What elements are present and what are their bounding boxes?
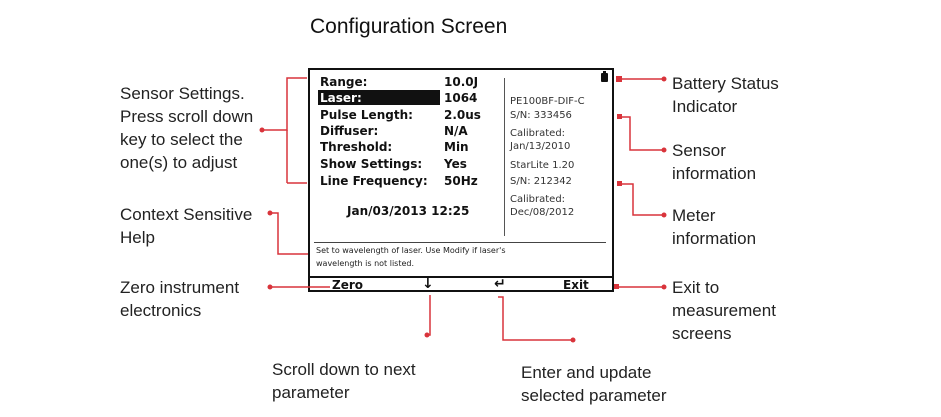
leader-end-marker	[616, 76, 622, 82]
leader-meter-info	[619, 183, 664, 216]
zero-button[interactable]: Zero	[332, 278, 364, 292]
leader-sensor-settings	[262, 77, 307, 131]
battery-icon	[601, 71, 608, 82]
leader-sensor-info	[619, 116, 664, 151]
leader-dot	[661, 76, 667, 82]
leader-end-marker	[617, 181, 622, 186]
meter-info-line: Calibrated:	[510, 194, 566, 205]
callout-battery: Battery Status Indicator	[672, 74, 779, 116]
leader-dot	[424, 332, 430, 338]
sensor-info-line: S/N: 333456	[510, 110, 572, 121]
leader-enter	[498, 296, 573, 341]
leader-dot	[661, 147, 667, 153]
meter-info-line: Dec/08/2012	[510, 207, 575, 218]
leader-dot	[661, 284, 667, 290]
exit-button[interactable]: Exit	[563, 278, 589, 292]
leader-dot	[259, 127, 265, 133]
meter-info-line: S/N: 212342	[510, 176, 572, 187]
leader-dot	[267, 284, 273, 290]
callout-exit: Exit to measurement screens	[672, 278, 776, 343]
callout-zero: Zero instrument electronics	[120, 278, 240, 320]
leader-dot	[267, 210, 273, 216]
callout-sensor-info: Sensor information	[672, 141, 757, 183]
leader-context-help	[270, 212, 308, 255]
leader-end-marker	[614, 284, 619, 289]
enter-button[interactable]: ↵	[494, 276, 506, 292]
divider-help	[314, 242, 606, 243]
leader-dot	[661, 212, 667, 218]
divider-softkeys	[310, 276, 612, 278]
sensor-info-line: Jan/13/2010	[510, 141, 571, 152]
help-text-line: wavelength is not listed.	[316, 259, 415, 268]
leader-dot	[570, 337, 576, 343]
leader-end-marker	[617, 114, 622, 119]
callout-enter: Enter and update selected parameter	[521, 363, 667, 405]
sensor-info-line: PE100BF-DIF-C	[510, 96, 585, 107]
callout-scroll-down: Scroll down to next parameter	[272, 360, 416, 402]
device-screen: Range: 10.0J Laser: 1064 Pulse Length: 2…	[308, 68, 614, 292]
callout-context-help: Context Sensitive Help	[120, 205, 253, 247]
help-text-line: Set to wavelength of laser. Use Modify i…	[316, 246, 506, 255]
callout-meter-info: Meter information	[672, 206, 757, 248]
leader-scroll	[427, 295, 431, 336]
scroll-down-button[interactable]: ↓	[422, 276, 434, 292]
date-time: Jan/03/2013 12:25	[347, 204, 470, 218]
sensor-info-line: Calibrated:	[510, 128, 566, 139]
page-title: Configuration Screen	[310, 15, 508, 38]
divider-vertical	[504, 78, 505, 236]
meter-info-line: StarLite 1.20	[510, 160, 575, 171]
callout-sensor-settings: Sensor Settings. Press scroll down key t…	[120, 84, 254, 172]
